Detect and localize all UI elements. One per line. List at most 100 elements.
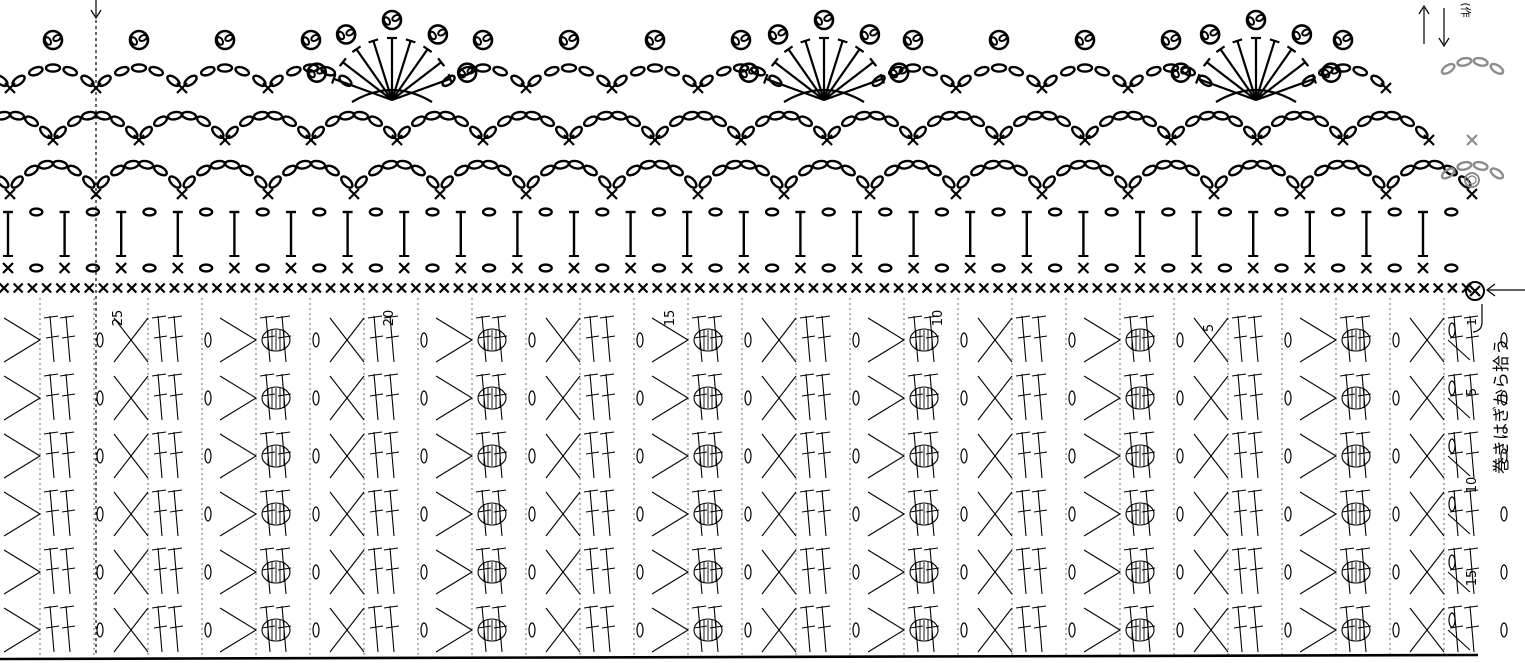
double-crochet-stem xyxy=(174,490,178,536)
single-crochet-x-icon xyxy=(1467,135,1477,145)
double-crochet-stem xyxy=(1254,548,1258,594)
chain-loop-icon xyxy=(1257,160,1272,170)
double-crochet-stem xyxy=(714,316,718,362)
puff-cluster xyxy=(1342,561,1370,583)
chain-loop-icon xyxy=(397,160,412,170)
edge-stitch xyxy=(1448,456,1470,476)
chain-loop-icon xyxy=(437,28,447,37)
double-crochet-top xyxy=(492,548,506,550)
chain-loop-icon xyxy=(1357,164,1373,177)
double-crochet-top xyxy=(584,490,598,492)
single-crochet-x-icon xyxy=(582,284,591,293)
puff-cluster xyxy=(1342,387,1370,409)
single-crochet-x-icon xyxy=(286,263,296,273)
single-crochet-x-icon xyxy=(1209,189,1219,199)
double-crochet-stem xyxy=(822,374,826,420)
double-crochet-bar xyxy=(1234,626,1247,628)
double-crochet-bar xyxy=(154,568,167,570)
v-stitch xyxy=(868,550,904,594)
v-stitch xyxy=(220,550,256,594)
chain-loop-icon xyxy=(138,34,148,43)
chain-loop-icon xyxy=(1177,507,1183,521)
double-crochet-stem xyxy=(822,316,826,362)
double-crochet-bar xyxy=(170,510,183,512)
double-crochet-top xyxy=(708,606,722,608)
chain-loop-icon xyxy=(993,265,1005,272)
chain-loop-icon xyxy=(554,125,569,140)
double-crochet-top xyxy=(260,548,274,550)
double-crochet-bar xyxy=(370,568,383,570)
single-crochet-x-icon xyxy=(894,284,903,293)
double-crochet-top xyxy=(152,548,166,550)
v-stitch xyxy=(220,434,256,478)
chain-loop-icon xyxy=(182,111,197,121)
single-crochet-x-icon xyxy=(1424,135,1434,145)
chain-loop-icon xyxy=(961,333,967,347)
single-crochet-x-icon xyxy=(639,284,648,293)
double-crochet-top xyxy=(924,490,938,492)
chain-loop-icon xyxy=(637,565,643,579)
double-crochet-bar xyxy=(170,568,183,570)
double-crochet-bar xyxy=(478,452,491,454)
chain-loop-icon xyxy=(936,265,948,272)
chain-loop-icon xyxy=(898,160,913,170)
chain-loop-icon xyxy=(153,164,169,177)
double-crochet-stem xyxy=(66,432,70,478)
double-crochet-top xyxy=(708,490,722,492)
chain-loop-icon xyxy=(1043,74,1059,88)
single-crochet-x-icon xyxy=(1434,284,1443,293)
puff-cluster xyxy=(910,619,938,641)
double-crochet-stem xyxy=(498,548,502,594)
double-crochet-top xyxy=(44,490,58,492)
double-crochet-stem xyxy=(1022,548,1026,594)
v-stitch xyxy=(1084,608,1120,652)
double-crochet-top xyxy=(1248,548,1262,550)
double-crochet-stem xyxy=(1238,432,1242,478)
picot-icon xyxy=(769,25,787,43)
single-crochet-x-icon xyxy=(1349,284,1358,293)
chain-loop-icon xyxy=(922,65,938,77)
single-crochet-x-icon xyxy=(880,284,889,293)
single-crochet-x-icon xyxy=(739,263,749,273)
double-crochet-top xyxy=(168,548,182,550)
chain-loop-icon xyxy=(97,565,103,579)
single-crochet-x-icon xyxy=(482,284,491,293)
double-crochet-bar xyxy=(586,394,599,396)
double-crochet-bar xyxy=(170,394,183,396)
v-stitch xyxy=(436,318,472,362)
v-stitch xyxy=(868,492,904,536)
double-crochet-stem xyxy=(66,606,70,652)
single-crochet-x-icon xyxy=(724,284,733,293)
v-stitch xyxy=(220,608,256,652)
chain-loop-icon xyxy=(1084,34,1094,43)
double-crochet-stem xyxy=(1470,606,1474,652)
double-crochet-stem xyxy=(714,606,718,652)
chain-loop-icon xyxy=(568,34,578,43)
double-crochet-top xyxy=(600,374,614,376)
double-crochet-top xyxy=(168,490,182,492)
chain-loop-icon xyxy=(682,74,698,88)
double-crochet-stem xyxy=(374,374,378,420)
double-crochet-top xyxy=(44,432,58,434)
single-crochet-x-icon xyxy=(14,284,23,293)
double-crochet-top xyxy=(800,432,814,434)
chain-loop-icon xyxy=(841,115,857,128)
double-crochet-bar xyxy=(602,568,615,570)
chain-loop-icon xyxy=(1170,34,1180,43)
chain-loop-icon xyxy=(562,64,576,71)
double-crochet-bar xyxy=(1466,568,1479,570)
chain-loop-icon xyxy=(313,333,319,347)
fan-stitch-top xyxy=(1270,39,1280,42)
v-stitch xyxy=(436,608,472,652)
double-crochet-top xyxy=(60,316,74,318)
puff-cluster xyxy=(1126,329,1154,351)
v-stitch xyxy=(436,550,472,594)
chain-loop-icon xyxy=(124,160,139,170)
double-crochet-bar xyxy=(802,394,815,396)
single-crochet-x-icon xyxy=(213,284,222,293)
double-crochet-stem xyxy=(1238,490,1242,536)
double-crochet-stem xyxy=(390,606,394,652)
double-crochet-stem xyxy=(1038,374,1042,420)
chain-loop-icon xyxy=(1142,164,1158,177)
chain-loop-icon xyxy=(1069,507,1075,521)
